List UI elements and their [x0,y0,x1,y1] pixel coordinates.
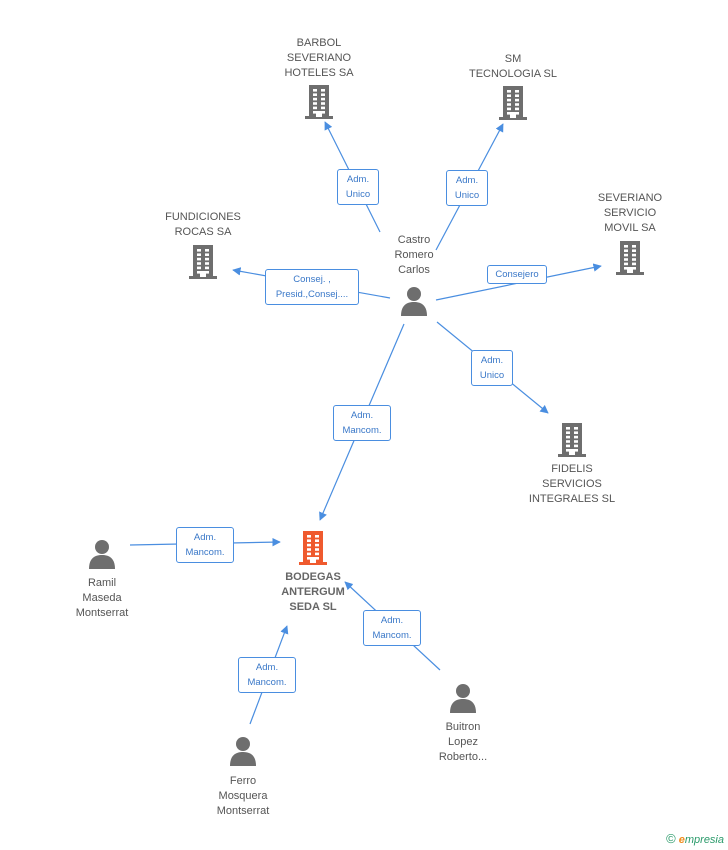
building-icon-sm[interactable] [498,86,528,120]
node-label-line: MOVIL SA [604,222,656,234]
edge-label-line: Adm. [380,615,404,626]
building-icon-bodegas[interactable] [298,531,328,565]
edge-label-castro-bodegas[interactable]: Adm. Mancom. [333,405,391,441]
node-label-line: SERVICIOS [542,478,602,490]
node-label-line: INTEGRALES SL [528,493,616,505]
node-label-bodegas[interactable]: BODEGAS ANTERGUM SEDA SL [253,570,373,615]
node-label-line: Buitron [445,721,481,733]
node-label-line: Montserrat [75,607,129,619]
edge-label-line: Adm. [346,174,370,185]
footer-brand: ©empresia [666,831,724,846]
node-label-line: SM [504,53,522,65]
edge-label-line: Mancom. [372,630,412,641]
copyright-symbol: © [666,831,676,846]
edge-label-line: Unico [345,189,371,200]
node-label-line: Roberto... [438,751,488,763]
person-icon-ferro[interactable] [228,736,258,766]
node-label-line: SEVERIANO [286,52,352,64]
edge-label-castro-sm[interactable]: Adm. Unico [446,170,488,206]
edge-label-line: Adm. [455,175,479,186]
node-label-severiano[interactable]: SEVERIANO SERVICIO MOVIL SA [570,191,690,236]
edge-label-castro-fidelis[interactable]: Adm. Unico [471,350,513,386]
node-label-line: FUNDICIONES [165,211,241,223]
node-label-line: SERVICIO [603,207,657,219]
edge-label-line: Consej. , [293,274,331,285]
edge-label-line: Unico [479,370,505,381]
edge-label-castro-barbol[interactable]: Adm. Unico [337,169,379,205]
person-icon-ramil[interactable] [87,539,117,569]
node-label-line: Carlos [398,264,430,276]
edge-label-line: Adm. [193,532,217,543]
edge-label-line: Unico [454,190,480,201]
edge-label-line: Mancom. [342,425,382,436]
node-label-line: Romero [394,249,434,261]
edge-label-castro-fundiciones[interactable]: Consej. , Presid.,Consej.... [265,269,359,305]
person-icon-castro[interactable] [399,286,429,316]
node-label-line: Maseda [82,592,122,604]
node-label-line: ROCAS SA [174,226,232,238]
node-label-sm[interactable]: SM TECNOLOGIA SL [453,52,573,82]
node-label-barbol[interactable]: BARBOL SEVERIANO HOTELES SA [259,36,379,81]
building-icon-fidelis[interactable] [557,423,587,457]
edge-label-buitron-bodegas[interactable]: Adm. Mancom. [363,610,421,646]
node-label-line: Ferro [229,775,257,787]
building-icon-severiano[interactable] [615,241,645,275]
edge-label-line: Adm. [480,355,504,366]
building-icon-fundiciones[interactable] [188,245,218,279]
node-label-fidelis[interactable]: FIDELIS SERVICIOS INTEGRALES SL [512,462,632,507]
node-label-line: Lopez [448,736,478,748]
node-label-line: TECNOLOGIA SL [468,68,558,80]
edge-label-line: Presid.,Consej.... [275,289,349,300]
edge-label-castro-severiano[interactable]: Consejero [487,265,547,284]
node-label-line: Castro [397,234,431,246]
brand-name: mpresia [684,834,724,846]
node-label-line: Mosquera [218,790,268,802]
node-label-line: FIDELIS [551,463,593,475]
edge-label-line: Consejero [495,269,539,280]
node-label-line: ANTERGUM [281,586,345,598]
edge-label-line: Mancom. [185,547,225,558]
node-label-line: Montserrat [216,805,270,817]
node-label-line: HOTELES SA [284,67,354,79]
edge-label-line: Adm. [350,410,374,421]
edge-label-ferro-bodegas[interactable]: Adm. Mancom. [238,657,296,693]
node-label-line: SEDA SL [289,601,337,613]
node-label-line: SEVERIANO [597,192,663,204]
person-icon-buitron[interactable] [448,683,478,713]
node-label-line: BARBOL [296,37,342,49]
building-icon-barbol[interactable] [304,85,334,119]
node-label-line: BODEGAS [285,571,341,583]
edge-label-ramil-bodegas[interactable]: Adm. Mancom. [176,527,234,563]
brand-initial: e [678,834,685,846]
edge-label-line: Adm. [255,662,279,673]
node-label-line: Ramil [87,577,117,589]
edge-label-line: Mancom. [247,677,287,688]
node-label-fundiciones[interactable]: FUNDICIONES ROCAS SA [143,210,263,240]
